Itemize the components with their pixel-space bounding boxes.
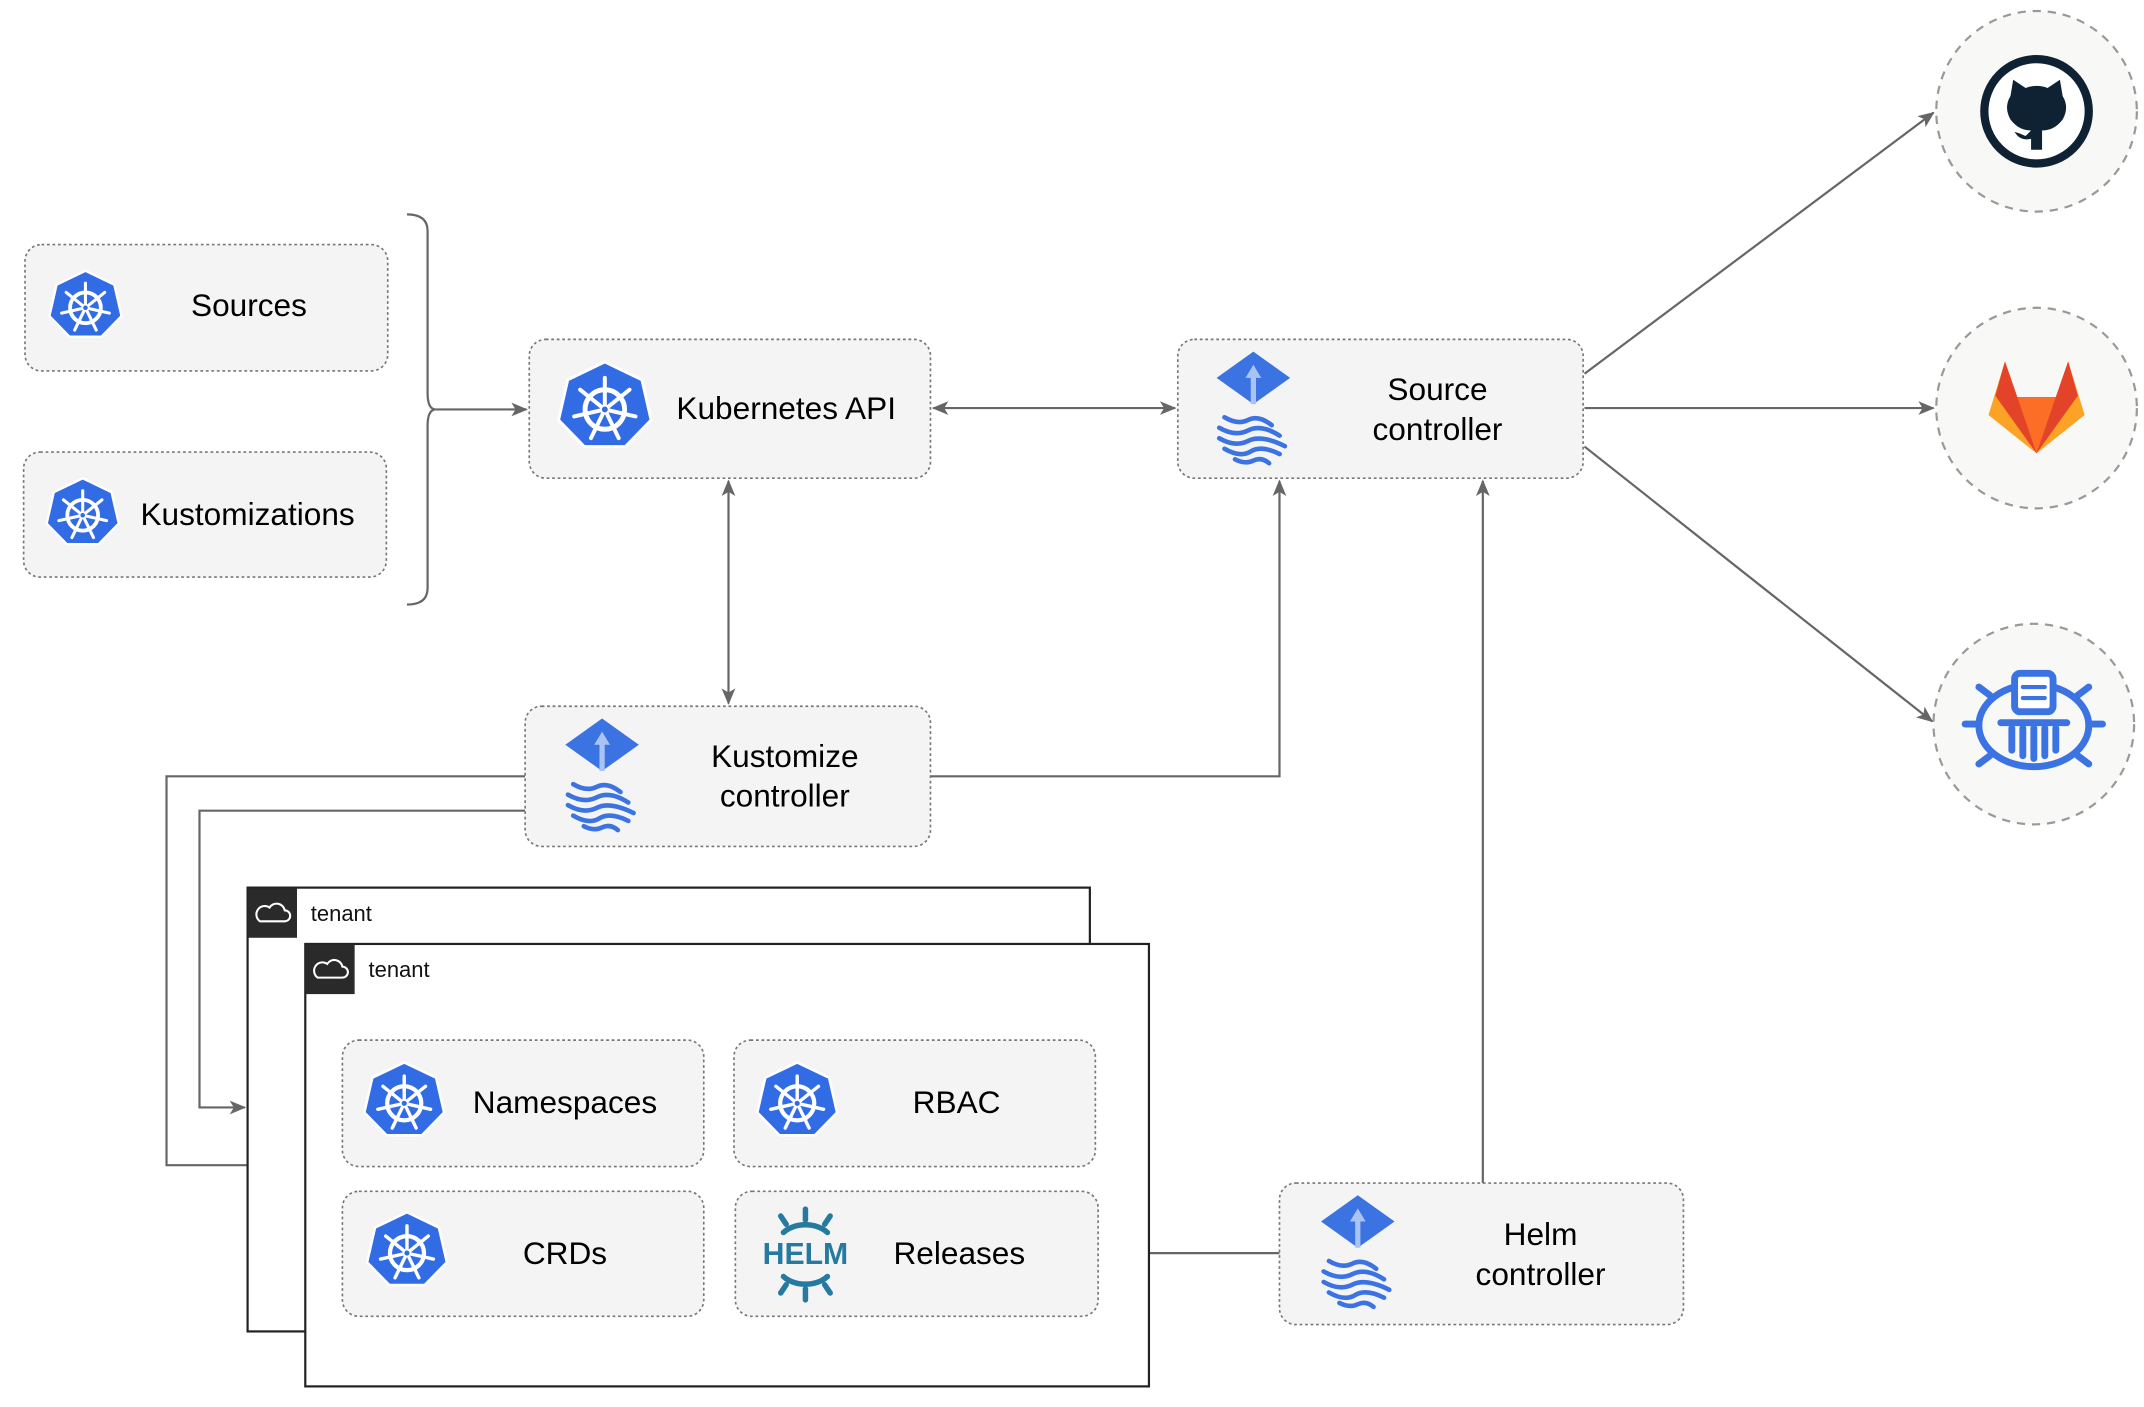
kustomize-controller-label-1: Kustomize bbox=[711, 738, 858, 774]
kustomizations-label: Kustomizations bbox=[140, 496, 354, 532]
source-controller-label-2: controller bbox=[1373, 411, 1503, 447]
edge-kustomize-to-source bbox=[930, 479, 1287, 778]
sources-label: Sources bbox=[191, 287, 307, 323]
sources-node[interactable]: Sources bbox=[24, 243, 389, 372]
source-controller-node[interactable]: Source controller bbox=[1176, 338, 1584, 479]
grouping-brace bbox=[406, 213, 436, 606]
edge-kustomize-to-tenant-front bbox=[165, 775, 526, 1173]
kustomize-controller-node[interactable]: Kustomize controller bbox=[524, 705, 932, 848]
cloud-icon bbox=[305, 943, 355, 995]
kubernetes-api-label: Kubernetes API bbox=[676, 390, 896, 426]
edge-source-to-bucket bbox=[1583, 445, 1934, 723]
kustomizations-node[interactable]: Kustomizations bbox=[22, 451, 388, 578]
helm-icon: HELM bbox=[763, 1206, 849, 1303]
crds-node[interactable]: CRDs bbox=[341, 1190, 705, 1318]
tenant-back-label: tenant bbox=[311, 901, 372, 926]
source-controller-label-1: Source bbox=[1387, 371, 1487, 407]
bucket-icon bbox=[1961, 669, 2106, 771]
github-node[interactable] bbox=[1935, 9, 2138, 213]
edge-kustomize-to-tenant-back bbox=[198, 809, 526, 1115]
rbac-node[interactable]: RBAC bbox=[733, 1039, 1097, 1168]
kubernetes-api-node[interactable]: Kubernetes API bbox=[528, 338, 932, 479]
bucket-node[interactable] bbox=[1932, 622, 2136, 826]
edge-source-to-github bbox=[1583, 111, 1935, 375]
helm-controller-label-1: Helm bbox=[1504, 1216, 1578, 1252]
rbac-label: RBAC bbox=[913, 1084, 1001, 1120]
tenant-front-label: tenant bbox=[369, 957, 430, 982]
namespaces-label: Namespaces bbox=[473, 1084, 657, 1120]
gitlab-node[interactable] bbox=[1935, 306, 2138, 510]
gitlab-icon bbox=[1988, 361, 2085, 454]
namespaces-node[interactable]: Namespaces bbox=[341, 1039, 705, 1168]
releases-node[interactable]: HELM Releases bbox=[734, 1190, 1099, 1318]
crds-label: CRDs bbox=[523, 1235, 607, 1271]
github-icon bbox=[1980, 54, 2093, 168]
kustomize-controller-label-2: controller bbox=[720, 778, 850, 814]
helm-controller-label-2: controller bbox=[1476, 1256, 1606, 1292]
helm-logo-text: HELM bbox=[763, 1238, 849, 1271]
cloud-icon bbox=[247, 887, 298, 939]
helm-controller-node[interactable]: Helm controller bbox=[1278, 1182, 1685, 1326]
releases-label: Releases bbox=[893, 1235, 1025, 1271]
